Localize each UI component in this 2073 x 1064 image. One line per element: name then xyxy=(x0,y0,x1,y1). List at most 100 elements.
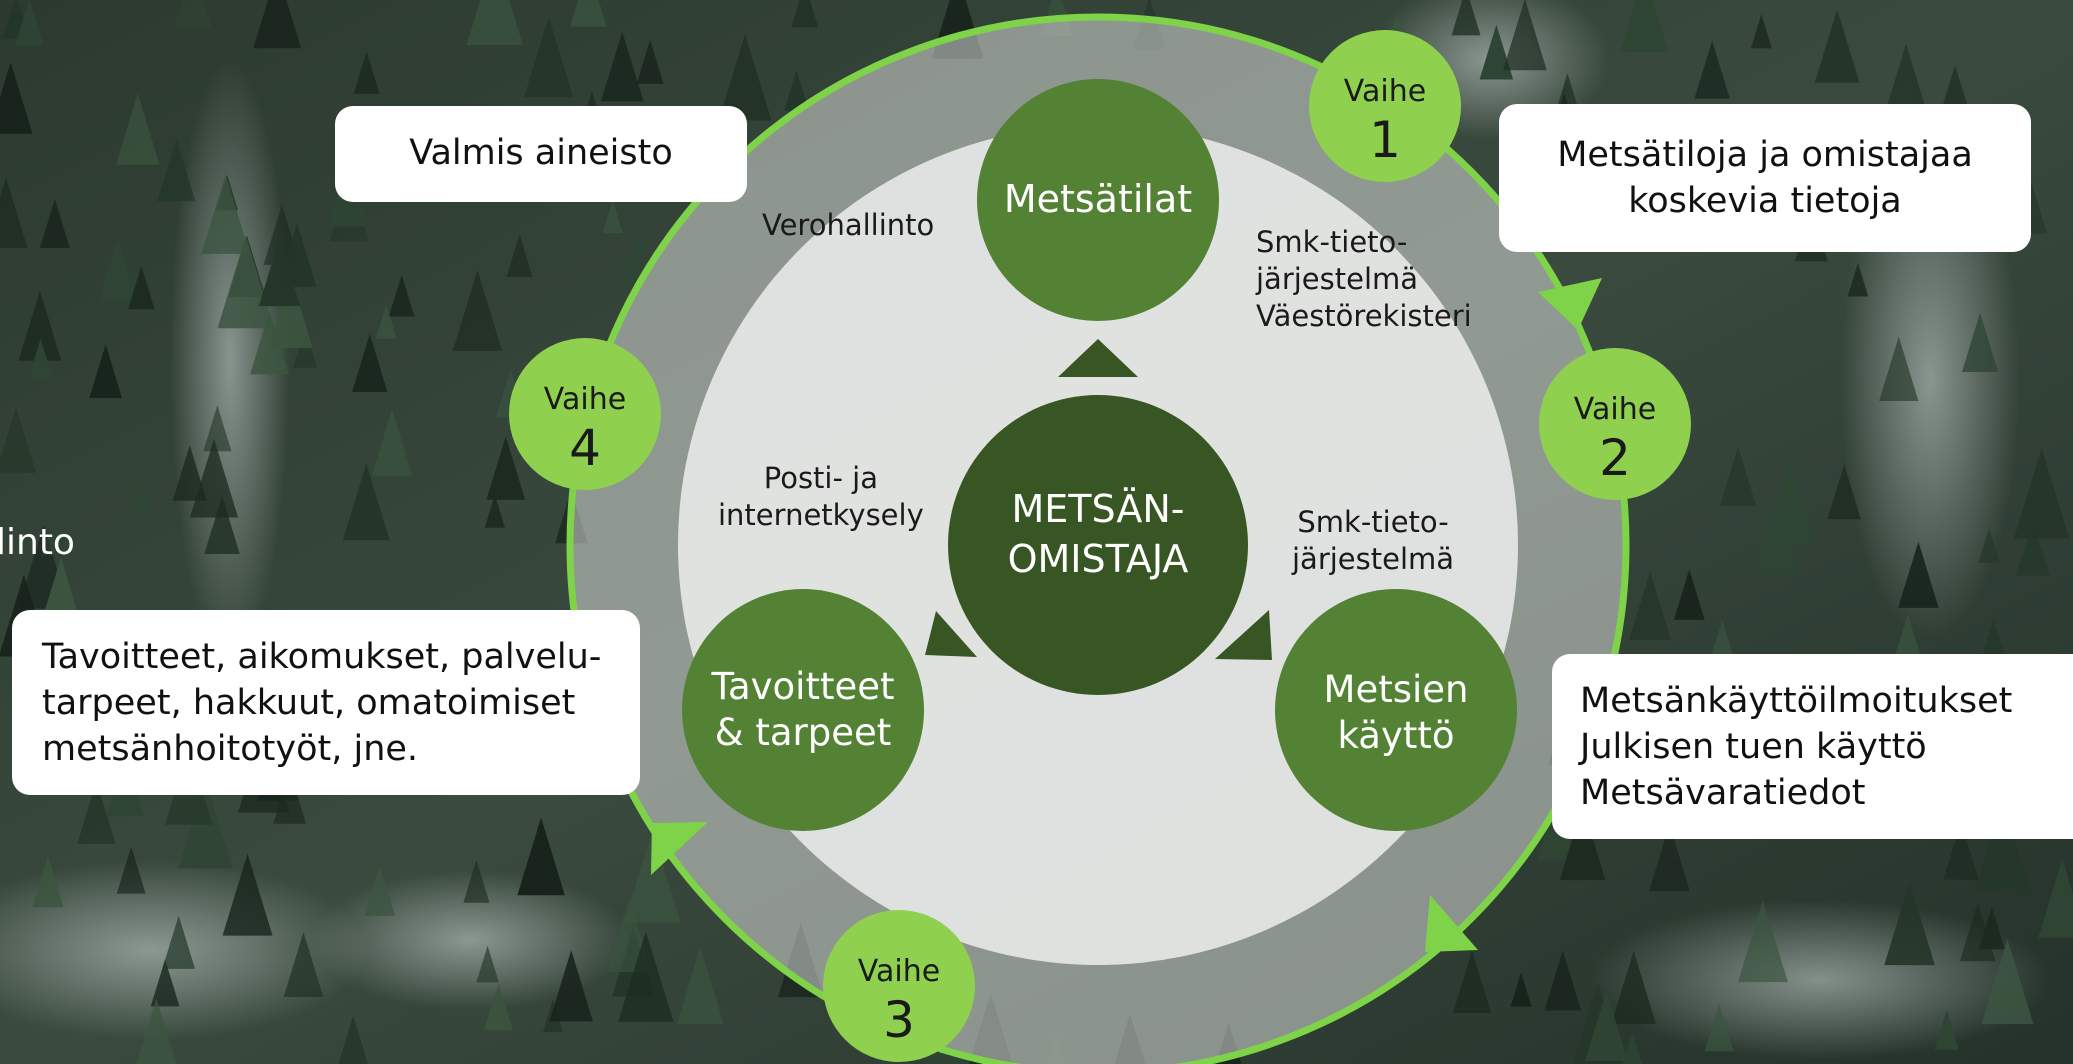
center-label-line2: OMISTAJA xyxy=(1008,537,1189,581)
tree-shape xyxy=(18,290,62,361)
tree-shape xyxy=(157,139,196,202)
arrowhead-3 xyxy=(651,822,708,875)
tree-shape xyxy=(1453,950,1492,1013)
tree-shape xyxy=(1765,462,1817,546)
tree-shape xyxy=(77,781,116,844)
tree-shape xyxy=(1978,528,2000,563)
tree-shape xyxy=(486,436,526,500)
tree-shape xyxy=(388,274,415,317)
tree-shape xyxy=(1622,1032,1642,1064)
callout-tavoitteet: Tavoitteet, aikomukset, palvelu- tarpeet… xyxy=(12,610,640,795)
tree-shape xyxy=(484,983,513,1031)
tree-shape xyxy=(253,0,302,49)
tree-shape xyxy=(463,859,490,903)
source-verohallinto: Verohallinto xyxy=(762,208,935,242)
tree-shape xyxy=(1898,541,1939,608)
callout-metsatiloja: Metsätiloja ja omistajaa koskevia tietoj… xyxy=(1499,104,2031,252)
source-smk-right-line2: järjestelmä xyxy=(1292,542,1455,576)
source-smk-top-line1: Smk-tieto- xyxy=(1256,225,1408,259)
callout-metsatiloja-line2: koskevia tietoja xyxy=(1628,181,1902,221)
callout-metsankaytto: Metsänkäyttöilmoitukset Julkisen tuen kä… xyxy=(1552,654,2073,839)
tree-shape xyxy=(273,770,307,824)
node-metsien-kaytto-line1: Metsien xyxy=(1324,668,1469,711)
tree-shape xyxy=(1694,40,1730,99)
tree-shape xyxy=(1719,446,1757,506)
stage-4-label: Vaihe xyxy=(544,382,626,417)
stage-badge-2: Vaihe 2 xyxy=(1539,348,1691,500)
source-posti-line2: internetkysely xyxy=(718,498,924,532)
tree-shape xyxy=(636,39,664,84)
tree-shape xyxy=(1884,882,1935,966)
outer-ring-stroke xyxy=(566,13,1630,1064)
tree-shape xyxy=(338,1015,369,1064)
tree-shape xyxy=(292,328,317,368)
tree-shape xyxy=(27,338,54,381)
source-smk-top: Smk-tieto- järjestelmä Väestörekisteri xyxy=(1256,224,1472,335)
tree-shape xyxy=(39,198,70,248)
tree-shape xyxy=(1943,821,1979,880)
tree-shape xyxy=(549,950,593,1022)
tree-shape xyxy=(250,311,289,375)
tree-shape xyxy=(1585,990,1628,1062)
node-tavoitteet-line2: & tarpeet xyxy=(715,711,892,754)
center-node xyxy=(948,395,1248,695)
tree-shape xyxy=(2013,448,2070,539)
tree-shape xyxy=(128,265,155,310)
tree-shape xyxy=(476,945,499,983)
tree-shape xyxy=(172,445,207,501)
tree-shape xyxy=(1847,262,1869,297)
tree-shape xyxy=(41,495,79,556)
tree-shape xyxy=(1451,0,1481,36)
callout-tavoitteet-line1: Tavoitteet, aikomukset, palvelu- xyxy=(42,637,602,677)
tree-shape xyxy=(517,817,565,896)
tree-shape xyxy=(204,495,240,554)
tree-shape xyxy=(32,855,64,908)
tree-shape xyxy=(506,234,533,277)
tree-shape xyxy=(1975,800,2030,890)
tree-shape xyxy=(375,304,397,339)
tree-shape xyxy=(618,931,674,1022)
tree-shape xyxy=(1704,1003,1734,1052)
stage-badge-3: Vaihe 3 xyxy=(823,910,975,1062)
tree-shape xyxy=(1559,805,1606,881)
stage-3-label: Vaihe xyxy=(858,954,940,989)
stray-text: linto xyxy=(0,522,75,563)
tree-shape xyxy=(115,93,160,165)
stage-badge-4: Vaihe 4 xyxy=(509,338,661,490)
tree-shape xyxy=(783,69,810,111)
tree-shape xyxy=(1934,1009,1959,1050)
source-smk-top-line2: järjestelmä xyxy=(1256,262,1419,296)
callout-metsankaytto-line1: Metsänkäyttöilmoitukset xyxy=(1580,681,2013,721)
tree-shape xyxy=(222,853,273,936)
tree-shape xyxy=(676,947,724,1024)
tree-shape xyxy=(258,238,301,307)
tree-shape xyxy=(342,463,390,541)
tree-shape xyxy=(173,0,212,28)
tree-shape xyxy=(1959,902,1996,962)
tree-shape xyxy=(623,830,681,923)
tree-shape xyxy=(129,471,155,514)
tree-shape xyxy=(1544,950,1582,1011)
source-smk-top-line3: Väestörekisteri xyxy=(1256,299,1472,333)
tree-shape xyxy=(2038,859,2073,938)
stage-1-label: Vaihe xyxy=(1344,74,1426,109)
tree-shape xyxy=(364,865,396,916)
node-metsatilat xyxy=(977,79,1219,321)
tree-shape xyxy=(1711,620,1733,655)
tree-shape xyxy=(98,238,137,302)
stage-3-number: 3 xyxy=(883,991,915,1049)
callout-valmis-line1: Valmis aineisto xyxy=(409,133,673,173)
tree-shape xyxy=(1814,9,1860,83)
tree-shape xyxy=(1649,824,1690,892)
tree-shape xyxy=(150,959,180,1007)
tree-shape xyxy=(1827,464,1861,520)
tree-shape xyxy=(0,62,33,134)
callout-tavoitteet-line2: tarpeet, hakkuut, omatoimiset xyxy=(42,683,576,723)
tree-shape xyxy=(600,31,644,102)
node-tavoitteet xyxy=(682,589,924,831)
triangle-up xyxy=(1058,339,1138,377)
triangle-left xyxy=(925,611,977,657)
center-label-line1: METSÄN- xyxy=(1012,487,1185,531)
tree-shape xyxy=(201,174,250,254)
tree-shape xyxy=(570,0,607,27)
